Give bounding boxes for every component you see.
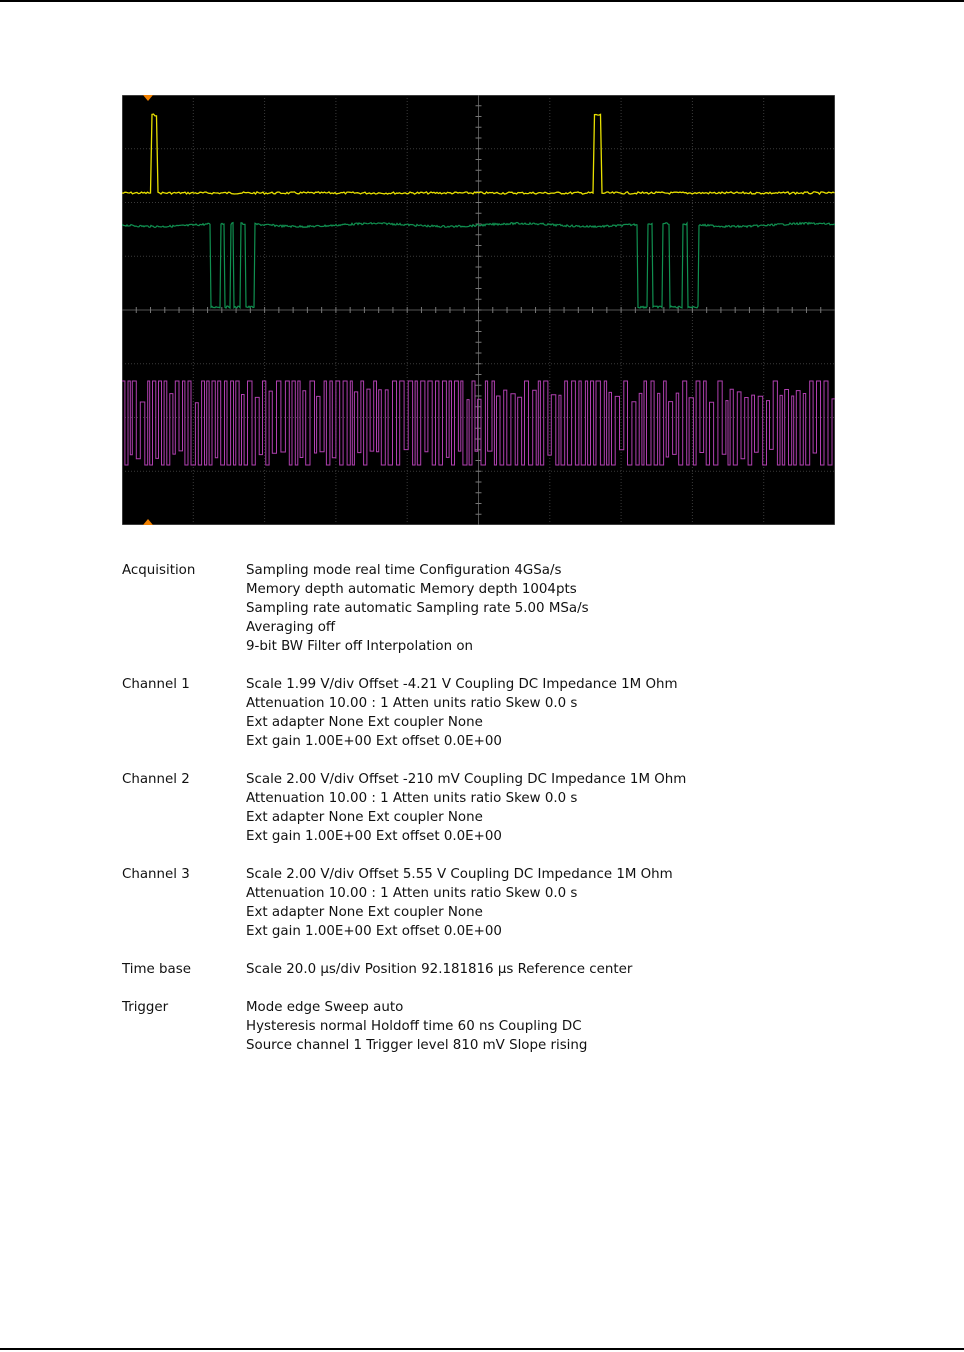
channel-1-trace <box>122 113 835 196</box>
setting-line: Scale 2.00 V/div Offset 5.55 V Coupling … <box>246 867 673 882</box>
setting-line: Scale 1.99 V/div Offset -4.21 V Coupling… <box>246 677 678 692</box>
trigger-marker-bottom <box>143 519 153 525</box>
setting-line: Scale 2.00 V/div Offset -210 mV Coupling… <box>246 772 687 787</box>
setting-line: Ext gain 1.00E+00 Ext offset 0.0E+00 <box>246 829 502 844</box>
section-label: Channel 2 <box>122 772 190 787</box>
page-top-rule <box>0 0 964 2</box>
setting-line: Scale 20.0 µs/div Position 92.181816 µs … <box>246 962 633 977</box>
setting-line: Memory depth automatic Memory depth 1004… <box>246 582 577 597</box>
channel-2-trace <box>122 221 835 310</box>
setting-line: Attenuation 10.00 : 1 Atten units ratio … <box>246 886 578 901</box>
section-label: Channel 1 <box>122 677 190 692</box>
setting-line: Ext gain 1.00E+00 Ext offset 0.0E+00 <box>246 734 502 749</box>
section-time-base: Time base Scale 20.0 µs/div Position 92.… <box>122 960 842 979</box>
setting-line: Mode edge Sweep auto <box>246 1000 404 1015</box>
section-label: Trigger <box>122 1000 169 1015</box>
setting-line: Ext gain 1.00E+00 Ext offset 0.0E+00 <box>246 924 502 939</box>
setting-line: Ext adapter None Ext coupler None <box>246 715 483 730</box>
section-trigger: Trigger Mode edge Sweep auto Hysteresis … <box>122 998 842 1055</box>
settings-list: Acquisition Sampling mode real time Conf… <box>122 561 842 1074</box>
trigger-marker-top <box>143 95 153 101</box>
setting-line: Hysteresis normal Holdoff time 60 ns Cou… <box>246 1019 582 1034</box>
section-channel-2: Channel 2 Scale 2.00 V/div Offset -210 m… <box>122 770 842 846</box>
section-channel-1: Channel 1 Scale 1.99 V/div Offset -4.21 … <box>122 675 842 751</box>
section-label: Acquisition <box>122 563 196 578</box>
setting-line: Averaging off <box>246 620 336 635</box>
section-label: Time base <box>122 962 191 977</box>
setting-line: Attenuation 10.00 : 1 Atten units ratio … <box>246 696 578 711</box>
setting-line: Attenuation 10.00 : 1 Atten units ratio … <box>246 791 578 806</box>
page-bottom-rule <box>0 1348 964 1350</box>
channel-3-trace <box>122 380 835 466</box>
section-channel-3: Channel 3 Scale 2.00 V/div Offset 5.55 V… <box>122 865 842 941</box>
section-label: Channel 3 <box>122 867 190 882</box>
oscilloscope-screen <box>122 95 835 525</box>
section-acquisition: Acquisition Sampling mode real time Conf… <box>122 561 842 656</box>
setting-line: Sampling mode real time Configuration 4G… <box>246 563 562 578</box>
setting-line: Sampling rate automatic Sampling rate 5.… <box>246 601 589 616</box>
setting-line: 9-bit BW Filter off Interpolation on <box>246 639 474 654</box>
setting-line: Ext adapter None Ext coupler None <box>246 810 483 825</box>
setting-line: Source channel 1 Trigger level 810 mV Sl… <box>246 1038 588 1053</box>
setting-line: Ext adapter None Ext coupler None <box>246 905 483 920</box>
